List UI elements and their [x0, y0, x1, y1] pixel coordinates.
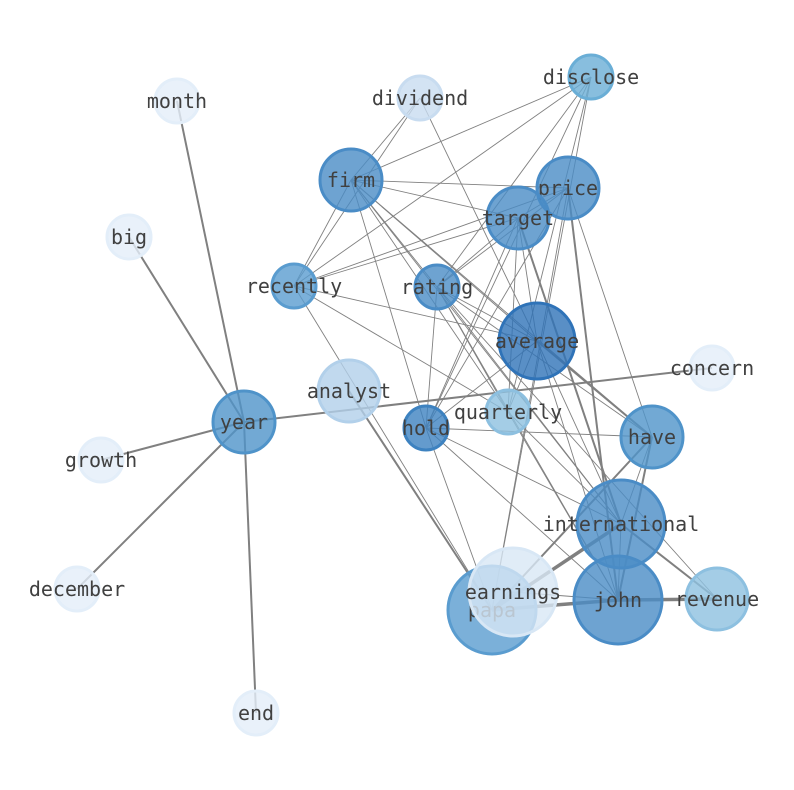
node-recently: recently — [246, 262, 342, 310]
node-label-big: big — [111, 225, 147, 249]
node-label-analyst: analyst — [307, 379, 391, 403]
edge-month-year — [176, 100, 245, 423]
node-circle-analyst — [316, 358, 382, 424]
node-circle-target — [485, 185, 551, 251]
node-label-december: december — [29, 577, 125, 601]
node-label-end: end — [238, 701, 274, 725]
node-john: john — [572, 554, 664, 646]
node-label-quarterly: quarterly — [454, 400, 562, 424]
node-label-rating: rating — [401, 275, 473, 299]
node-have: have — [619, 404, 685, 470]
node-label-concern: concern — [670, 356, 754, 380]
node-circle-revenue — [684, 566, 750, 632]
node-label-target: target — [482, 206, 554, 230]
node-circle-john — [572, 554, 664, 646]
node-international: international — [543, 478, 700, 570]
edge-firm-price — [350, 179, 569, 189]
edge-recently-average — [293, 285, 538, 342]
node-label-dividend: dividend — [372, 86, 468, 110]
node-year: year — [211, 389, 277, 455]
edge-end-year — [243, 421, 257, 714]
node-label-firm: firm — [327, 168, 375, 192]
node-circle-disclose — [567, 53, 615, 101]
node-label-recently: recently — [246, 274, 342, 298]
node-concern: concern — [670, 344, 754, 392]
edge-recently-papa — [293, 285, 493, 611]
edge-firm-hold — [350, 179, 427, 429]
node-circle-concern — [688, 344, 736, 392]
edge-big-year — [128, 236, 245, 423]
node-label-year: year — [220, 410, 268, 434]
edge-firm-have — [350, 179, 653, 438]
edge-recently-quarterly — [293, 285, 509, 413]
node-label-revenue: revenue — [675, 587, 759, 611]
node-end: end — [232, 689, 280, 737]
node-circle-dividend — [396, 74, 444, 122]
node-circle-rating — [413, 263, 461, 311]
edge-rating-revenue — [436, 286, 718, 600]
node-label-john: john — [594, 588, 642, 612]
node-circle-quarterly — [484, 388, 532, 436]
node-hold: hold — [402, 404, 450, 452]
node-rating: rating — [401, 263, 473, 311]
node-circle-big — [105, 213, 153, 261]
node-revenue: revenue — [675, 566, 759, 632]
node-label-have: have — [628, 425, 676, 449]
node-label-disclose: disclose — [543, 65, 639, 89]
node-earnings: earnings — [465, 546, 561, 638]
node-label-price: price — [538, 176, 598, 200]
node-circle-growth — [77, 436, 125, 484]
node-label-international: international — [543, 512, 700, 536]
node-circle-price — [535, 155, 601, 221]
graph-nodes: disclose dividend month firm price target big r… — [29, 53, 759, 737]
node-disclose: disclose — [543, 53, 639, 101]
edge-rating-hold — [425, 286, 438, 429]
node-label-growth: growth — [65, 448, 137, 472]
node-growth: growth — [65, 436, 137, 484]
node-firm: firm — [318, 147, 384, 213]
node-circle-firm — [318, 147, 384, 213]
edge-hold-have — [425, 427, 653, 438]
edge-target-recently — [293, 217, 519, 287]
node-quarterly: quarterly — [454, 388, 562, 436]
node-big: big — [105, 213, 153, 261]
edge-price-have — [567, 187, 653, 438]
node-december: december — [29, 565, 125, 613]
node-circle-end — [232, 689, 280, 737]
node-label-month: month — [147, 89, 207, 113]
edge-disclose-rating — [436, 76, 592, 288]
node-dividend: dividend — [372, 74, 468, 122]
edge-disclose-hold — [425, 76, 592, 429]
edge-disclose-firm — [350, 76, 592, 181]
node-average: average — [495, 301, 579, 381]
node-label-average: average — [495, 329, 579, 353]
node-price: price — [535, 155, 601, 221]
edge-price-papa — [491, 187, 569, 611]
node-circle-earnings — [467, 546, 559, 638]
node-circle-year — [211, 389, 277, 455]
node-circle-december — [53, 565, 101, 613]
edge-december-year — [76, 421, 245, 590]
node-label-earnings: earnings — [465, 580, 561, 604]
node-analyst: analyst — [307, 358, 391, 424]
node-target: target — [482, 185, 554, 251]
node-label-hold: hold — [402, 416, 450, 440]
edge-disclose-recently — [293, 76, 592, 287]
node-circle-have — [619, 404, 685, 470]
edge-target-hold — [425, 217, 519, 429]
node-circle-average — [497, 301, 577, 381]
node-circle-month — [153, 77, 201, 125]
node-circle-recently — [270, 262, 318, 310]
node-month: month — [147, 77, 207, 125]
node-circle-hold — [402, 404, 450, 452]
edge-year-concern — [243, 367, 713, 423]
edge-dividend-average — [419, 97, 538, 342]
